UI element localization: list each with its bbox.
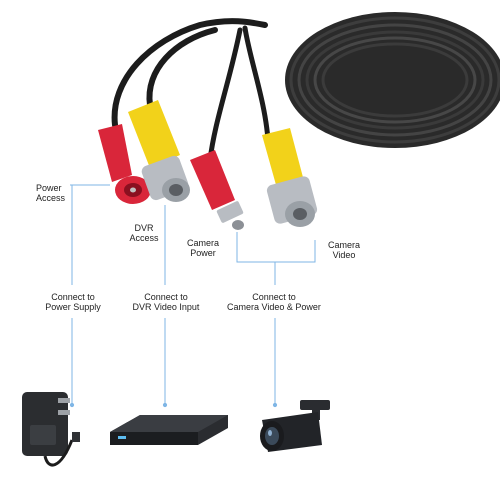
cable-coil-icon (285, 12, 500, 148)
label-power-access-line1: Power (36, 183, 62, 193)
label-connect-dvr-line2: DVR Video Input (132, 302, 200, 312)
label-connect-camera-line1: Connect to (252, 292, 296, 302)
label-connect-dvr-line1: Connect to (144, 292, 188, 302)
label-connect-dvr: Connect to DVR Video Input (126, 292, 206, 312)
power-access-plug-icon (98, 124, 151, 204)
label-camera-video: Camera Video (325, 240, 363, 260)
label-connect-camera: Connect to Camera Video & Power (218, 292, 330, 312)
label-camera-power-line2: Power (190, 248, 216, 258)
label-camera-video-line1: Camera (327, 240, 360, 250)
label-dvr-access-line1: DVR (134, 223, 154, 233)
label-camera-video-line2: Video (332, 250, 356, 260)
label-connect-power-line1: Connect to (51, 292, 95, 302)
label-dvr-access-line2: Access (129, 233, 159, 243)
dvr-recorder-icon (110, 415, 228, 445)
label-connect-camera-line2: Camera Video & Power (227, 302, 321, 312)
label-connect-power-line2: Power Supply (45, 302, 101, 312)
label-power-access: Power Access (36, 183, 65, 203)
security-camera-icon (260, 400, 330, 452)
camera-power-plug-icon (190, 150, 244, 230)
label-power-access-line2: Access (36, 193, 66, 203)
label-dvr-access: DVR Access (128, 223, 160, 243)
leader-lines (69, 184, 316, 408)
cables (111, 18, 271, 163)
label-connect-power-supply: Connect to Power Supply (40, 292, 106, 312)
dvr-access-bnc-icon (128, 100, 190, 202)
label-camera-power-line1: Camera (186, 238, 219, 248)
power-adapter-icon (22, 392, 80, 467)
label-camera-power: Camera Power (184, 238, 222, 258)
camera-video-bnc-icon (262, 128, 318, 227)
